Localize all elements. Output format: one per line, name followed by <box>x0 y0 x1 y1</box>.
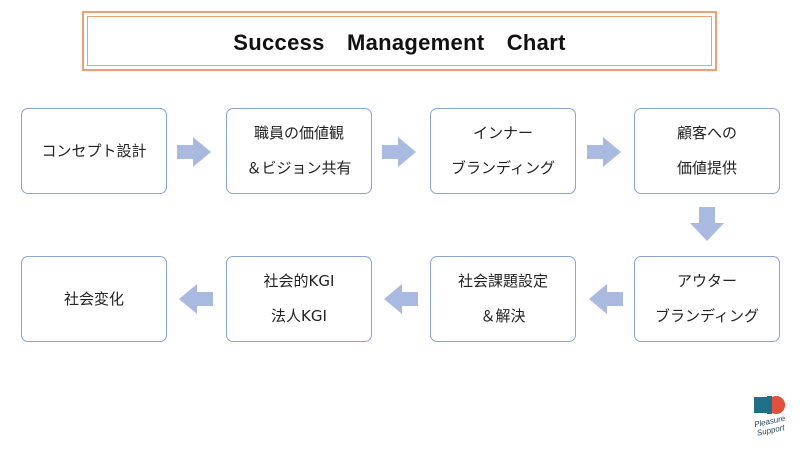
arrow-right-icon <box>587 137 621 167</box>
step-label-line1: 顧客への <box>676 124 737 142</box>
step-social-issue-setting: 社会課題設定 ＆解決 <box>430 256 576 342</box>
step-inner-branding: インナー ブランディング <box>430 108 576 194</box>
chart-title: Success Management Chart <box>233 30 566 55</box>
step-label-line1: 社会変化 <box>63 289 124 308</box>
step-label-line2: ブランディング <box>655 307 759 325</box>
pleasure-support-logo: Pleasure Support <box>753 396 787 438</box>
step-outer-branding: アウター ブランディング <box>634 256 780 342</box>
step-staff-values-vision: 職員の価値観 ＆ビジョン共有 <box>226 108 372 194</box>
step-label-line1: 社会課題設定 <box>457 272 548 290</box>
step-label-line1: アウター <box>676 272 737 290</box>
arrow-down-icon <box>690 207 724 241</box>
arrow-right-icon <box>382 137 416 167</box>
arrow-left-icon <box>384 284 418 314</box>
step-social-change: 社会変化 <box>21 256 167 342</box>
step-kgi: 社会的KGI 法人KGI <box>226 256 372 342</box>
arrow-right-icon <box>177 137 211 167</box>
step-concept-design: コンセプト設計 <box>21 108 167 194</box>
step-label-line1: 職員の価値観 <box>253 124 344 142</box>
arrow-left-icon <box>589 284 623 314</box>
step-customer-value: 顧客への 価値提供 <box>634 108 780 194</box>
step-label-line1: コンセプト設計 <box>41 141 147 160</box>
step-label-line2: ブランディング <box>451 159 555 177</box>
step-label-line1: 社会的KGI <box>263 272 335 290</box>
chart-title-box: Success Management Chart <box>82 11 717 71</box>
step-label-line2: ＆解決 <box>480 307 526 325</box>
arrow-left-icon <box>179 284 213 314</box>
step-label-line2: 価値提供 <box>676 159 737 177</box>
step-label-line2: 法人KGI <box>271 307 327 325</box>
step-label-line1: インナー <box>472 124 533 142</box>
step-label-line2: ＆ビジョン共有 <box>246 159 352 177</box>
